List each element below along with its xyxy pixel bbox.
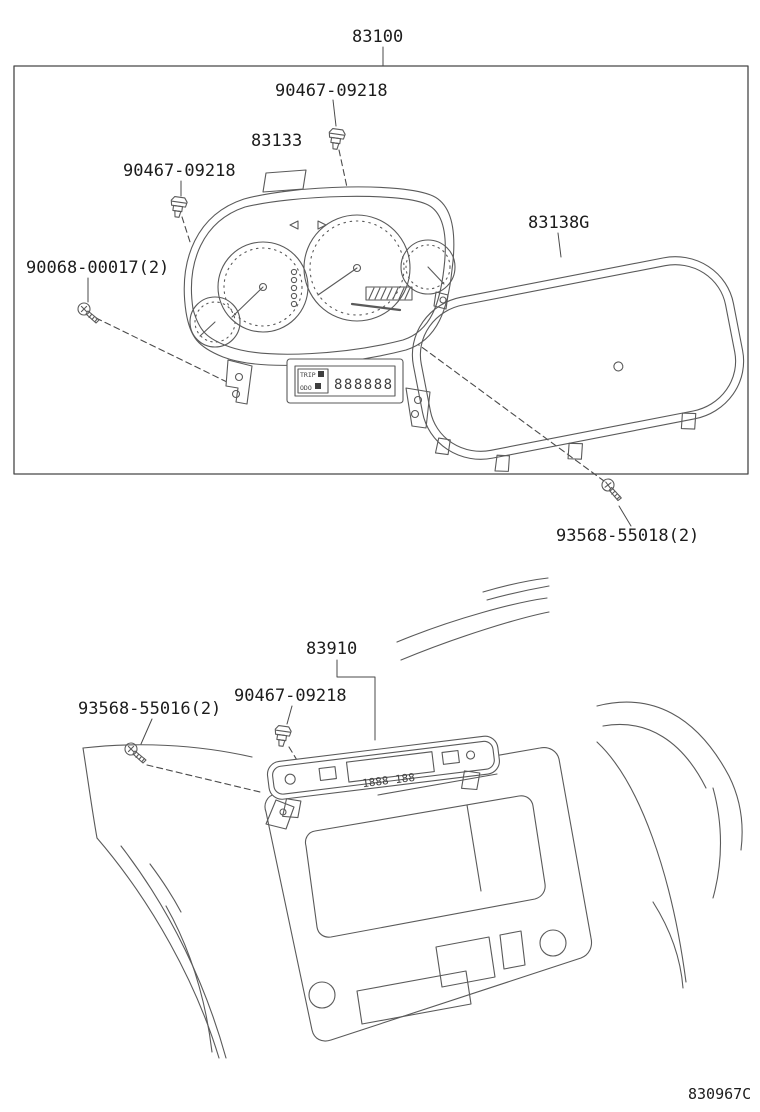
screw-lens-drawing [599, 477, 625, 502]
odometer-digits: 888888 [334, 377, 394, 393]
label-screw-left: 90068-00017(2) [26, 258, 170, 278]
plate-83133-drawing [262, 169, 307, 193]
label-clip-top: 90467-09218 [275, 81, 388, 101]
odometer-odo-label: ODO [300, 384, 312, 392]
label-assembly-83100: 83100 [352, 27, 404, 47]
clip-top-drawing [326, 127, 347, 151]
odometer-trip-label: TRIP [300, 371, 316, 379]
label-clip-clock: 90467-09218 [234, 686, 347, 706]
dashboard-drawing [82, 577, 743, 1059]
screw-left-drawing [77, 302, 100, 324]
screw-clock-drawing [124, 742, 147, 764]
meter-lens-drawing [411, 256, 745, 472]
label-screw-clock: 93568-55016(2) [78, 699, 222, 719]
assembly-boundary-box [13, 65, 749, 475]
label-lens-83138G: 83138G [528, 213, 590, 233]
clip-clock-drawing [272, 724, 293, 748]
label-clip-left: 90467-09218 [123, 161, 236, 181]
clip-left-drawing [168, 195, 189, 219]
clock-display-digits: 1888 188 [361, 771, 415, 790]
diagram-code: 830967C [688, 1085, 752, 1103]
instrument-cluster-drawing [183, 186, 456, 429]
label-plate-83133: 83133 [251, 131, 303, 151]
clock-unit-drawing [265, 735, 500, 830]
label-clock-83910: 83910 [306, 639, 358, 659]
label-screw-lens: 93568-55018(2) [556, 526, 700, 546]
leader-lines [87, 46, 632, 745]
